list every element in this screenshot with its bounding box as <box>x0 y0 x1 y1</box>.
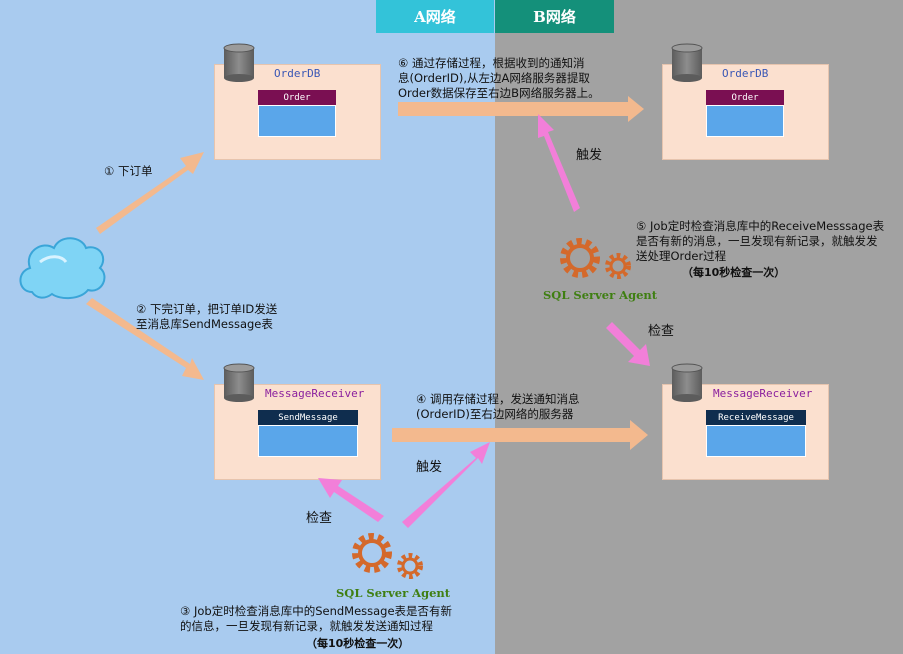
table-header: Order <box>258 90 336 105</box>
step4-line1: ④ 调用存储过程，发送通知消息 <box>416 392 580 406</box>
step3-note: （每10秒检查一次） <box>306 637 410 650</box>
step6-line2: 息(OrderID),从左边A网络服务器提取 <box>398 71 590 85</box>
arrow-check-right <box>606 322 650 366</box>
table-body <box>706 425 806 457</box>
step2-line2: 至消息库SendMessage表 <box>136 317 273 331</box>
step1-text: ① 下订单 <box>104 164 153 178</box>
arrow-trigger-left <box>402 442 490 528</box>
step4-line2: (OrderID)至右边网络的服务器 <box>416 407 574 421</box>
table-header: ReceiveMessage <box>706 410 806 425</box>
step6-line3: Order数据保存至右边B网络服务器上。 <box>398 86 600 100</box>
arrow-trigger-right <box>538 114 580 212</box>
step3-line1: ③ Job定时检查消息库中的SendMessage表是否有新 <box>180 604 453 618</box>
receivemessage-table: ReceiveMessage <box>706 410 806 457</box>
table-body <box>258 425 358 457</box>
trigger-left-label: 触发 <box>416 460 443 475</box>
database-icon <box>671 363 703 402</box>
database-icon <box>223 363 255 402</box>
table-body <box>258 105 336 137</box>
check-right-label: 检查 <box>648 324 675 339</box>
order-table-left: Order <box>258 90 336 137</box>
table-header: SendMessage <box>258 410 358 425</box>
check-left-label: 检查 <box>306 511 333 526</box>
step3-line2: 的信息，一旦发现有新记录，就触发发送通知过程 <box>180 619 433 633</box>
arrow-notify-right-server <box>392 420 648 450</box>
table-header: Order <box>706 90 784 105</box>
gear-icon <box>560 238 600 278</box>
arrow-fetch-order-data <box>398 96 644 122</box>
table-body <box>706 105 784 137</box>
order-table-right: Order <box>706 90 784 137</box>
step5-line2: 是否有新的消息，一旦发现有新记录，就触发发 <box>636 234 878 248</box>
network-a-tab: A网络 <box>376 0 494 33</box>
sendmessage-table: SendMessage <box>258 410 358 457</box>
trigger-right-label: 触发 <box>576 148 603 163</box>
step2-line1: ② 下完订单，把订单ID发送 <box>136 302 278 316</box>
sql-agent-right-label: SQL Server Agent <box>543 288 658 302</box>
gear-icon <box>352 533 392 573</box>
network-b-tab: B网络 <box>495 0 614 33</box>
messagereceiver-right-label: MessageReceiver <box>713 387 813 400</box>
step5-line1: ⑤ Job定时检查消息库中的ReceiveMesssage表 <box>636 219 885 233</box>
messagereceiver-left-label: MessageReceiver <box>265 387 365 400</box>
sql-agent-left-label: SQL Server Agent <box>336 586 451 600</box>
orderdb-left-label: OrderDB <box>274 67 321 80</box>
step5-note: （每10秒检查一次） <box>682 266 786 279</box>
gear-icon <box>397 553 423 579</box>
cloud-icon <box>19 237 106 300</box>
step5-line3: 送处理Order过程 <box>636 249 727 263</box>
orderdb-right-label: OrderDB <box>722 67 769 80</box>
arrow-check-left <box>318 478 384 522</box>
arrow-send-to-sendmessage <box>86 298 204 380</box>
database-icon <box>223 43 255 82</box>
arrow-place-order <box>96 152 204 234</box>
database-icon <box>671 43 703 82</box>
gear-icon <box>605 253 631 279</box>
step6-line1: ⑥ 通过存储过程，根据收到的通知消 <box>398 56 585 70</box>
